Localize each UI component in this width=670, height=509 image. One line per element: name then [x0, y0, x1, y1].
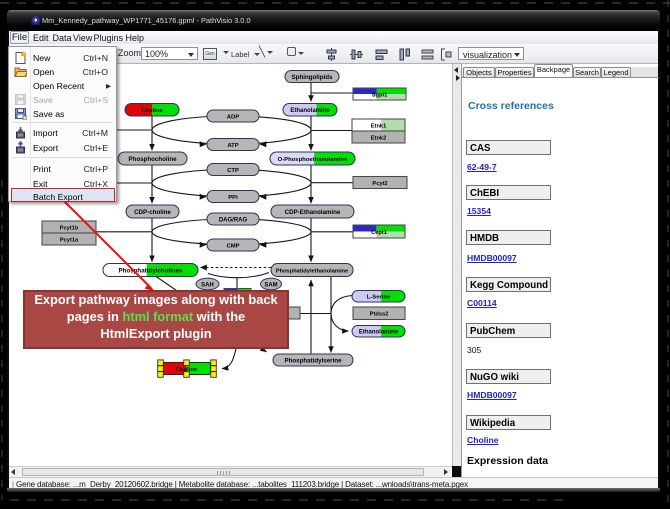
svg-text:Phosphatidylethanolamine: Phosphatidylethanolamine: [276, 268, 348, 274]
svg-text:DAG/RAG: DAG/RAG: [219, 217, 248, 223]
svg-text:Choline: Choline: [176, 367, 198, 373]
svg-text:CDP-Ethanolamine: CDP-Ethanolamine: [285, 209, 341, 216]
svg-text:Sgpl1: Sgpl1: [372, 92, 388, 98]
svg-text:SAM: SAM: [264, 283, 277, 289]
svg-text:CTP: CTP: [227, 168, 239, 174]
svg-text:CMP: CMP: [226, 243, 239, 249]
svg-text:Ptdss2: Ptdss2: [370, 312, 389, 318]
svg-text:Pcyt1a: Pcyt1a: [60, 237, 79, 243]
svg-text:Etnk2: Etnk2: [371, 135, 387, 141]
svg-text:Choline: Choline: [141, 108, 163, 114]
svg-text:ADP: ADP: [227, 114, 240, 120]
svg-text:Ethanolamine: Ethanolamine: [359, 330, 399, 336]
svg-text:Etnk1: Etnk1: [371, 123, 387, 129]
svg-text:Pcyt2: Pcyt2: [372, 181, 387, 187]
svg-text:Phosphatidylcholines: Phosphatidylcholines: [119, 267, 184, 274]
svg-text:SAH: SAH: [201, 283, 214, 289]
svg-text:PPi: PPi: [228, 195, 238, 201]
svg-text:L-Serine: L-Serine: [367, 295, 391, 301]
svg-text:Cept1: Cept1: [371, 230, 387, 236]
svg-text:Sphingolipids: Sphingolipids: [292, 74, 333, 81]
svg-text:CDP-choline: CDP-choline: [134, 209, 171, 216]
svg-text:Pcyt1b: Pcyt1b: [60, 225, 79, 231]
svg-text:ATP: ATP: [227, 143, 238, 149]
svg-text:Phosphatidylserine: Phosphatidylserine: [284, 357, 342, 364]
svg-text:Ethanolamine: Ethanolamine: [290, 108, 330, 114]
svg-text:Phosphocholine: Phosphocholine: [128, 156, 177, 163]
svg-text:O-Phosphoethanolamine: O-Phosphoethanolamine: [278, 157, 348, 163]
